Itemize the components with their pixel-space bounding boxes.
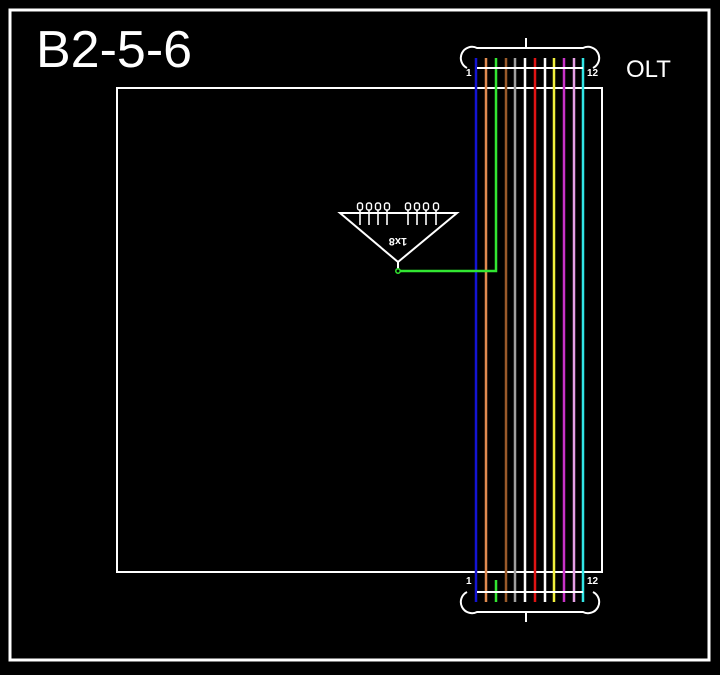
fiber-3-green <box>398 58 498 273</box>
bottom-cable-connector <box>459 591 601 622</box>
splitter-output-connector-3 <box>374 202 382 211</box>
splitter-1x8: 1x8 <box>337 202 460 274</box>
bottom-port-first-label: 1 <box>466 576 472 587</box>
diagram-title: B2-5-6 <box>36 21 193 79</box>
top-port-first-label: 1 <box>466 68 472 79</box>
top-port-last-label: 12 <box>587 68 599 79</box>
olt-label: OLT <box>626 56 671 83</box>
splitter-triangle <box>337 212 460 264</box>
enclosure-box <box>116 87 603 573</box>
top-cable-connector <box>459 38 601 69</box>
fiber-bundle <box>398 58 585 602</box>
splitter-output-connector-7 <box>422 202 430 211</box>
splitter-output-connector-2 <box>365 202 373 211</box>
splitter-output-connector-1 <box>356 202 364 211</box>
splitter-output-connector-4 <box>383 202 391 211</box>
splitter-output-connector-5 <box>404 202 412 211</box>
splitter-label: 1x8 <box>389 235 407 247</box>
splitter-output-connector-8 <box>432 202 440 211</box>
outer-frame <box>8 8 711 662</box>
bottom-port-last-label: 12 <box>587 576 599 587</box>
splitter-output-connector-6 <box>413 202 421 211</box>
splitter-input-node <box>395 268 401 274</box>
